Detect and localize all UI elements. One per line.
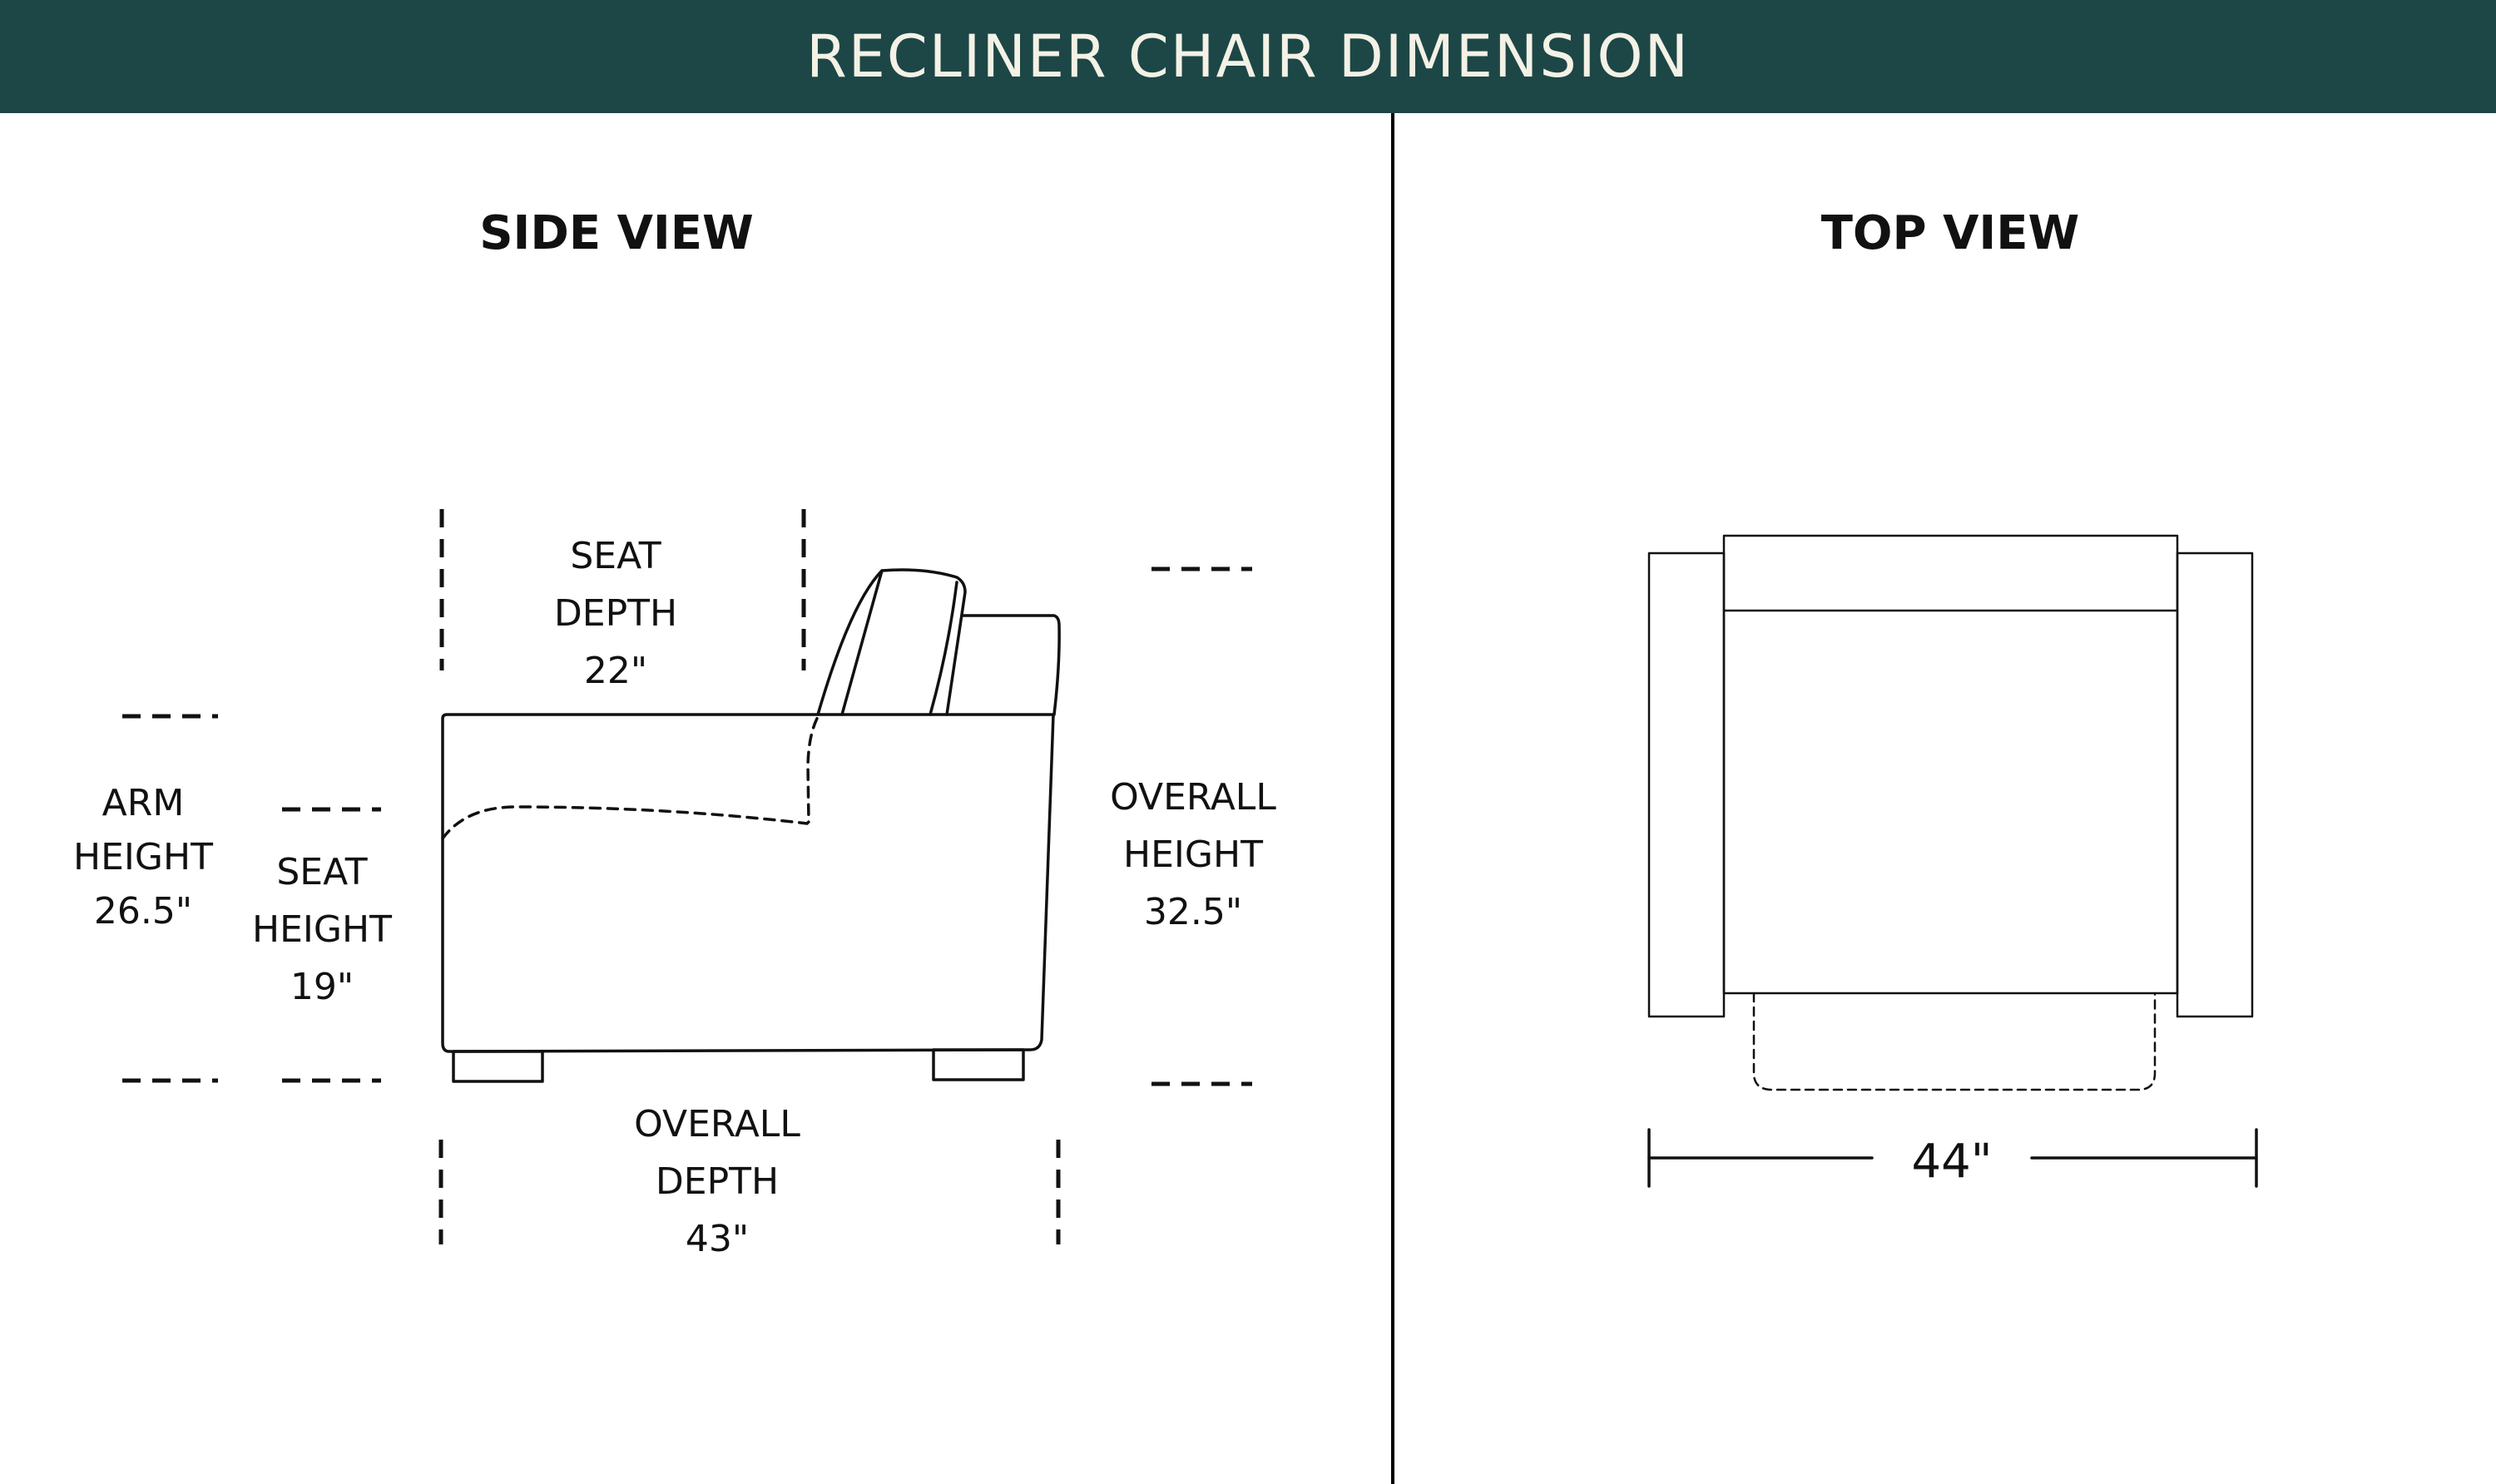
seat-height-value: 19" (290, 966, 354, 1008)
backrest-outer (816, 568, 967, 716)
width-dimension (1647, 1128, 2258, 1188)
seat-depth-label: SEAT DEPTH 22" (554, 527, 677, 700)
seat-depth-line2: DEPTH (553, 592, 678, 635)
arm-height-line1: ARM (102, 782, 185, 824)
seat-height-line2: HEIGHT (252, 908, 392, 951)
top-view-title: TOP VIEW (1820, 206, 2080, 260)
front-leg (452, 1050, 544, 1083)
back-leg (932, 1048, 1025, 1081)
seat-depth-value: 22" (583, 650, 648, 692)
arm-height-label: ARM HEIGHT 26.5" (73, 776, 213, 938)
side-view-title: SIDE VIEW (479, 206, 754, 260)
rear-cushion (962, 614, 1061, 716)
dimension-dashes (122, 509, 1252, 1244)
header-bar: RECLINER CHAIR DIMENSION (0, 0, 2496, 113)
top-right-arm (2176, 552, 2254, 1018)
overall-height-label: OVERALL HEIGHT 32.5" (1110, 769, 1276, 941)
top-width-label: 44" (1911, 1135, 1993, 1189)
overall-height-line1: OVERALL (1110, 776, 1276, 819)
top-seat (1722, 534, 2179, 995)
seat-height-label: SEAT HEIGHT 19" (252, 843, 392, 1016)
view-divider (1391, 113, 1394, 1484)
seat-dashed-line (441, 712, 821, 840)
top-footrest-dashed (1752, 992, 2157, 1091)
overall-depth-label: OVERALL DEPTH 43" (634, 1096, 800, 1268)
overall-height-line2: HEIGHT (1123, 834, 1263, 876)
overall-depth-value: 43" (685, 1218, 750, 1260)
overall-depth-line2: DEPTH (655, 1160, 780, 1203)
chair-body-outline (441, 713, 1055, 1053)
top-left-arm (1647, 552, 1726, 1018)
page-title: RECLINER CHAIR DIMENSION (806, 22, 1690, 91)
backrest-second-line (929, 581, 958, 716)
seat-depth-line1: SEAT (570, 535, 661, 577)
seat-height-line1: SEAT (276, 851, 368, 893)
backrest-inner-line (840, 569, 884, 716)
top-view-chair (1647, 534, 2258, 1188)
arm-height-value: 26.5" (93, 890, 193, 932)
overall-depth-line1: OVERALL (634, 1103, 800, 1145)
arm-height-line2: HEIGHT (73, 836, 213, 878)
overall-height-value: 32.5" (1143, 891, 1243, 933)
side-view-chair (122, 509, 1252, 1244)
